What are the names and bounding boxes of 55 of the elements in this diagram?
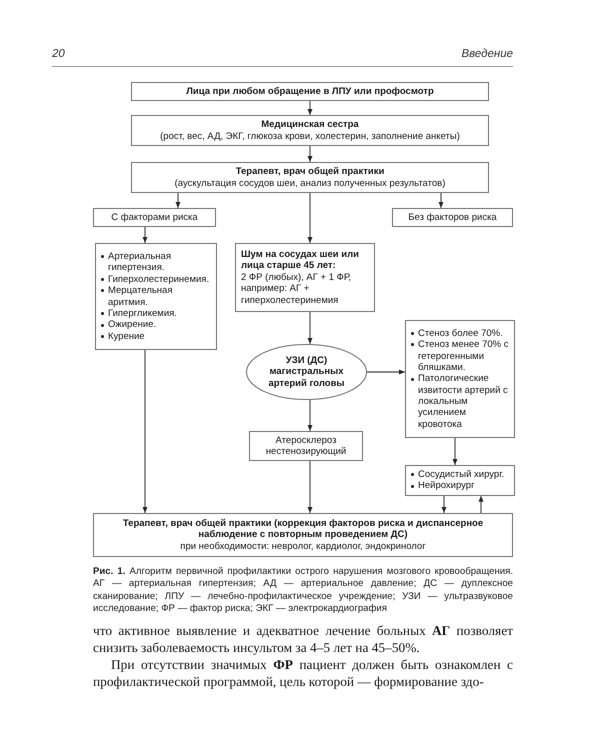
page-number: 20	[52, 47, 65, 61]
list-item-text: Ожирение.	[108, 319, 156, 331]
arrow	[308, 312, 312, 344]
process-box	[235, 243, 375, 312]
process-box	[131, 115, 489, 146]
list-item-text: Артериальная гипертензия.	[108, 250, 172, 274]
list-item-text: Нейрохирург	[418, 480, 475, 492]
box-text: Атеросклероз нестенозирующий	[264, 434, 348, 458]
process-ellipse	[246, 344, 367, 400]
process-box	[131, 82, 489, 101]
box-heading: УЗИ (ДС) магистральных артерий головы	[267, 354, 346, 390]
list-box	[405, 320, 515, 438]
box-text: Без факторов риска	[408, 212, 497, 224]
box-text: 2 ФР (любых), АГ + 1 ФР, например: АГ + гиперхолестеринемия	[241, 272, 352, 306]
arrow	[142, 226, 148, 244]
list-box	[405, 465, 515, 496]
body-paragraph: что активное выявление и адекватное лечение больных АГ позволяет снизить заболеваемость инсультом за 4–5 лет на 45–50%.	[93, 622, 513, 656]
list-item-text: Сосудистый хирург.	[418, 469, 504, 480]
process-box	[131, 162, 489, 193]
process-box	[392, 208, 513, 227]
box-heading: Шум на сосудах шеи или лица старше 45 лет:	[241, 249, 360, 272]
arrow	[478, 495, 484, 514]
arrow	[308, 100, 312, 116]
arrow	[176, 192, 180, 208]
running-head: Введение	[461, 47, 513, 61]
box-text: С факторами риска	[111, 212, 198, 224]
arrow	[308, 460, 312, 514]
figure-caption: Рис. 1. Алгоритм первичной профилактики острого нарушения мозгового кровообращения. АГ — артериальная гипертензия; АД — артериальное давление; ДС — дуплексное сканирование; ЛПУ — лечебно-профилактическое учреждение; УЗИ — ультразвуковое исследование; ФР — фактор риска; ЭКГ — электрокардиография	[93, 566, 513, 616]
process-box	[93, 208, 216, 227]
box-text: (рост, вес, АД, ЭКГ, глюкоза крови, холестерин, заполнение анкеты)	[160, 130, 460, 142]
box-heading: Лица при любом обращение в ЛПУ или профосмотр	[186, 86, 434, 98]
box-heading: Медицинская сестра	[261, 119, 359, 130]
arrow	[442, 495, 446, 514]
body-paragraph: При отсутствии значимых ФР пациент должен быть ознакомлен с профилактической программой, цель которой — формирование здо-	[93, 656, 513, 690]
list-item-text: Гипергликемия.	[108, 308, 177, 320]
box-text: при необходимости: невролог, кардиолог, эндокринолог	[180, 540, 426, 552]
arrow	[438, 192, 444, 208]
process-box	[249, 431, 363, 461]
arrow	[308, 192, 312, 244]
list-item-text: Курение	[108, 330, 145, 342]
box-heading: Терапевт, врач общей практики (коррекция факторов риска и диспансерное наблюдение с повторным проведением ДС)	[122, 518, 484, 541]
arrow	[308, 400, 312, 432]
process-box	[93, 513, 513, 557]
arrow	[452, 438, 458, 466]
box-heading: Терапевт, врач общей практики	[236, 166, 384, 178]
list-item-text: Мерцательная аритмия.	[108, 285, 174, 308]
arrow	[366, 370, 406, 374]
list-item-text: Стеноз более 70%.	[418, 328, 503, 340]
list-box	[95, 243, 217, 350]
box-text: (аускультация сосудов шеи, анализ полученных результатов)	[174, 178, 446, 189]
list-item-text: Патологические извитости артерий с локальным усилением кровотока	[418, 373, 509, 430]
list-item-text: Гиперхолестеринемия.	[108, 274, 210, 286]
arrow	[142, 350, 148, 514]
list-item-text: Стеноз менее 70% с гетерогенными бляшками.	[418, 339, 510, 374]
arrow	[308, 146, 312, 162]
